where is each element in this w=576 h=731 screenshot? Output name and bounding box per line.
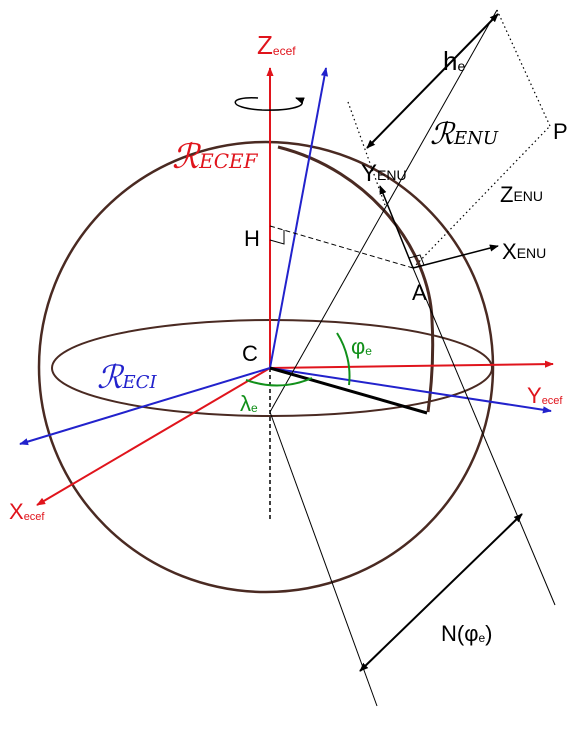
right-angle-h-icon: [269, 230, 285, 245]
latitude-angle-arc: [336, 332, 351, 386]
z-ecef-label: Zecef: [257, 30, 296, 60]
x-eci-axis: [19, 367, 271, 446]
h-e-dimension-arrow: [366, 13, 499, 149]
z-enu-label: ZENU: [500, 182, 543, 207]
z-eci-axis: [269, 67, 329, 369]
x-enu-axis: [412, 244, 499, 269]
point-c-label: C: [242, 341, 258, 366]
y-ecef-axis: [269, 360, 554, 369]
p-dotted-line-upper: [496, 9, 551, 127]
n-extension-line-b: [269, 411, 378, 707]
point-p-label: P: [553, 119, 568, 144]
y-eci-axis: [269, 367, 552, 414]
equator-ellipse: [51, 319, 493, 417]
earth-sphere-outline: [37, 140, 495, 594]
r-eci-frame-label: ℛECI: [97, 358, 157, 396]
y-enu-axis: [379, 185, 414, 269]
point-h-label: H: [244, 226, 260, 251]
h-to-a-dashed-line: [269, 225, 414, 269]
p-dotted-line-horizontal: [412, 125, 551, 269]
meridian-radius: [269, 366, 428, 415]
y-ecef-label: Yecef: [527, 383, 563, 408]
r-enu-frame-label: ℛENU: [430, 117, 499, 152]
r-ecef-frame-label: ℛECEF: [172, 137, 259, 177]
point-a-label: A: [412, 280, 427, 305]
n-extension-line-a: [412, 267, 556, 606]
phi-e-label: φe: [351, 334, 372, 359]
h-e-label: he: [443, 46, 465, 76]
longitude-angle-arc: [245, 377, 313, 387]
p-dotted-line-lower: [347, 101, 386, 206]
x-ecef-label: Xecef: [9, 499, 45, 524]
meridian-arc: [277, 145, 435, 413]
x-enu-label: XENU: [502, 239, 546, 264]
n-phi-label: N(φe): [441, 621, 493, 646]
y-enu-label: YENU: [361, 160, 407, 187]
lambda-e-label: λe: [240, 391, 258, 416]
right-angle-a-icon: [408, 254, 425, 266]
earth-rotation-arrow-icon: [234, 97, 305, 111]
n-phi-dimension-arrow: [359, 513, 523, 672]
x-ecef-axis: [36, 367, 271, 506]
